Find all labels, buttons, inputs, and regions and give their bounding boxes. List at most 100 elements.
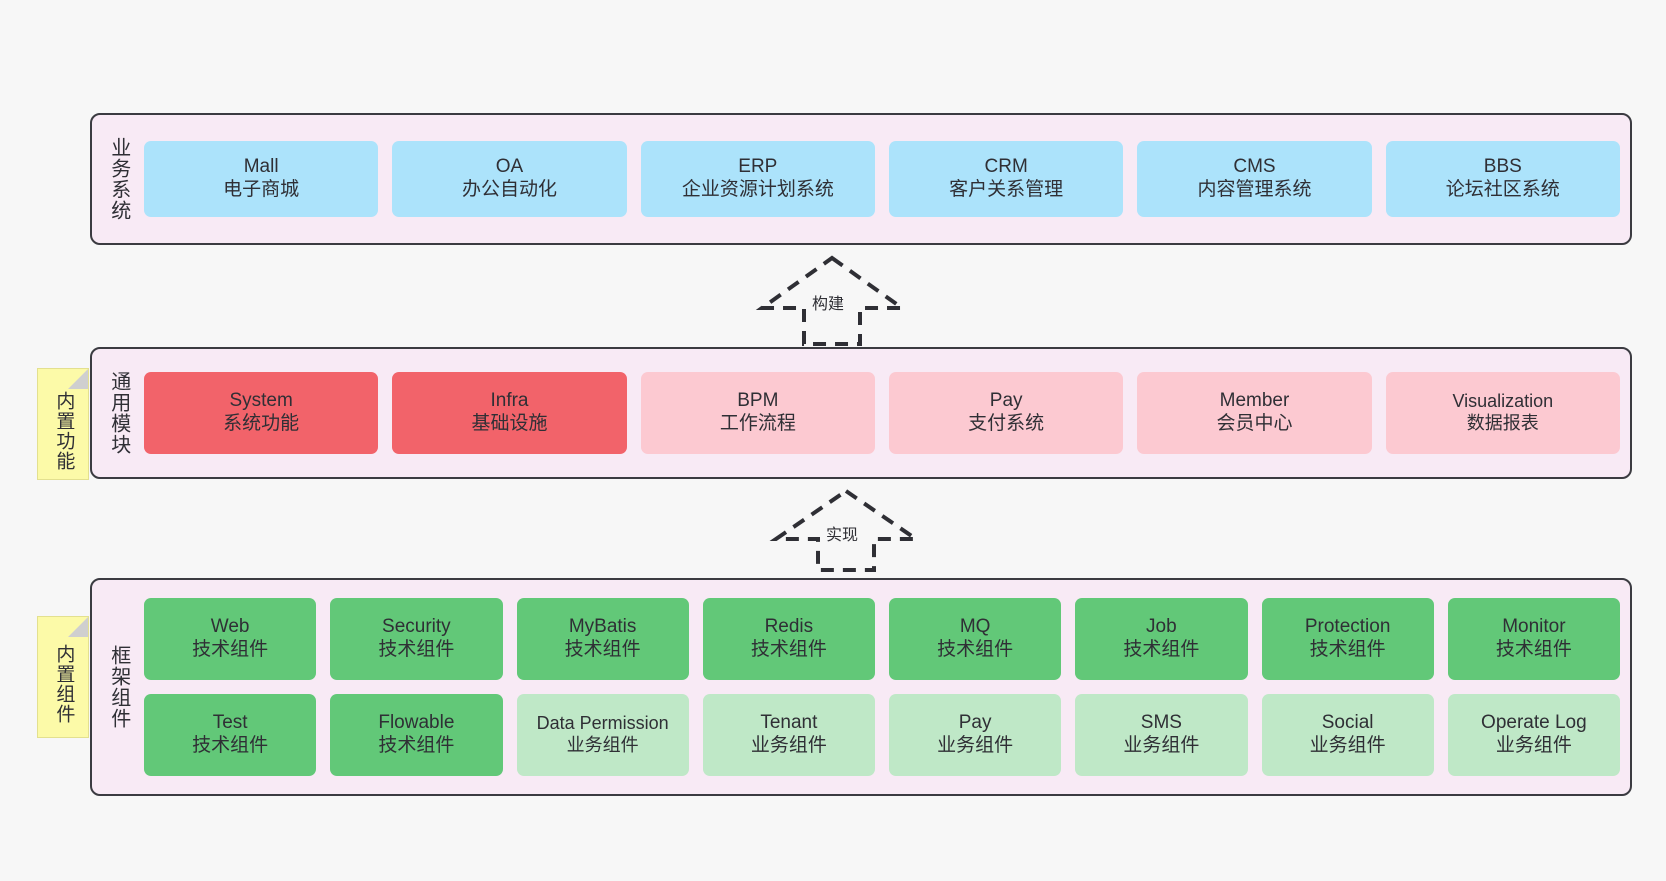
card-title-cn: 业务组件 bbox=[1309, 735, 1386, 756]
card-title-cn: 业务组件 bbox=[1495, 735, 1572, 756]
card-title-en: Job bbox=[1146, 616, 1177, 638]
card-title-cn: 会员中心 bbox=[1216, 413, 1293, 434]
card-title-cn: 技术组件 bbox=[378, 735, 455, 756]
card-title-cn: 技术组件 bbox=[1123, 639, 1200, 660]
layer-title-business: 业务系统 bbox=[107, 137, 130, 221]
card-title-cn: 技术组件 bbox=[1495, 639, 1572, 660]
card-title-en: MQ bbox=[959, 616, 991, 638]
card-title-en: Infra bbox=[490, 390, 529, 412]
card-title-en: Data Permission bbox=[536, 713, 669, 734]
card-title-cn: 内容管理系统 bbox=[1197, 179, 1312, 200]
card-title-en: Visualization bbox=[1452, 391, 1554, 412]
card-title-en: ERP bbox=[738, 156, 778, 178]
card-title-en: Pay bbox=[989, 390, 1023, 412]
card-title-cn: 业务组件 bbox=[937, 735, 1014, 756]
card-title-cn: 业务组件 bbox=[1123, 735, 1200, 756]
card-title-cn: 基础设施 bbox=[471, 413, 548, 434]
card-title-en: Test bbox=[212, 712, 248, 734]
card-title-en: CMS bbox=[1233, 156, 1276, 178]
card-title-en: System bbox=[229, 390, 293, 412]
card-title-en: SMS bbox=[1140, 712, 1182, 734]
card-title-cn: 技术组件 bbox=[564, 639, 641, 660]
card-title-cn: 业务组件 bbox=[566, 735, 639, 755]
layer-title-framework: 框架组件 bbox=[107, 645, 130, 729]
card-title-cn: 业务组件 bbox=[750, 735, 827, 756]
card-title-en: Pay bbox=[958, 712, 992, 734]
connector-implement-arrow: 实现 bbox=[766, 485, 926, 573]
card-title-en: Mall bbox=[243, 156, 279, 178]
dashed-hollow-arrow-up-icon bbox=[755, 255, 909, 346]
dashed-hollow-arrow-up-icon bbox=[769, 488, 923, 572]
card-title-cn: 电子商城 bbox=[223, 179, 300, 200]
card-title-en: OA bbox=[495, 156, 524, 178]
sticky-note-builtin-features: 内置功能 bbox=[37, 368, 89, 480]
card-title-cn: 系统功能 bbox=[223, 413, 300, 434]
card-title-cn: 论坛社区系统 bbox=[1445, 179, 1560, 200]
card-title-en: BPM bbox=[737, 390, 779, 412]
card-title-cn: 客户关系管理 bbox=[949, 179, 1064, 200]
layer-title-common: 通用模块 bbox=[107, 371, 130, 455]
card-title-cn: 技术组件 bbox=[937, 639, 1014, 660]
card-title-en: Operate Log bbox=[1481, 712, 1587, 734]
connector-implement-label: 实现 bbox=[824, 521, 861, 545]
connector-build-label: 构建 bbox=[810, 290, 847, 314]
card-title-en: Redis bbox=[764, 616, 814, 638]
card-title-cn: 工作流程 bbox=[719, 413, 796, 434]
card-title-cn: 支付系统 bbox=[968, 413, 1045, 434]
card-title-en: Security bbox=[382, 616, 451, 638]
card-title-en: Monitor bbox=[1502, 616, 1566, 638]
card-title-en: Social bbox=[1321, 712, 1374, 734]
card-title-en: Protection bbox=[1304, 616, 1391, 638]
sticky-note-builtin-components: 内置组件 bbox=[37, 616, 89, 738]
card-title-cn: 技术组件 bbox=[1309, 639, 1386, 660]
card-title-cn: 企业资源计划系统 bbox=[681, 179, 834, 200]
card-title-cn: 数据报表 bbox=[1466, 413, 1539, 433]
card-title-cn: 办公自动化 bbox=[461, 179, 557, 200]
card-title-en: Flowable bbox=[378, 712, 455, 734]
card-title-en: BBS bbox=[1483, 156, 1522, 178]
card-title-en: Tenant bbox=[760, 712, 818, 734]
card-title-en: Member bbox=[1219, 390, 1290, 412]
card-title-cn: 技术组件 bbox=[192, 639, 269, 660]
connector-build-arrow: 构建 bbox=[752, 252, 912, 347]
card-title-cn: 技术组件 bbox=[378, 639, 455, 660]
card-title-en: Web bbox=[210, 616, 250, 638]
card-title-en: CRM bbox=[984, 156, 1028, 178]
